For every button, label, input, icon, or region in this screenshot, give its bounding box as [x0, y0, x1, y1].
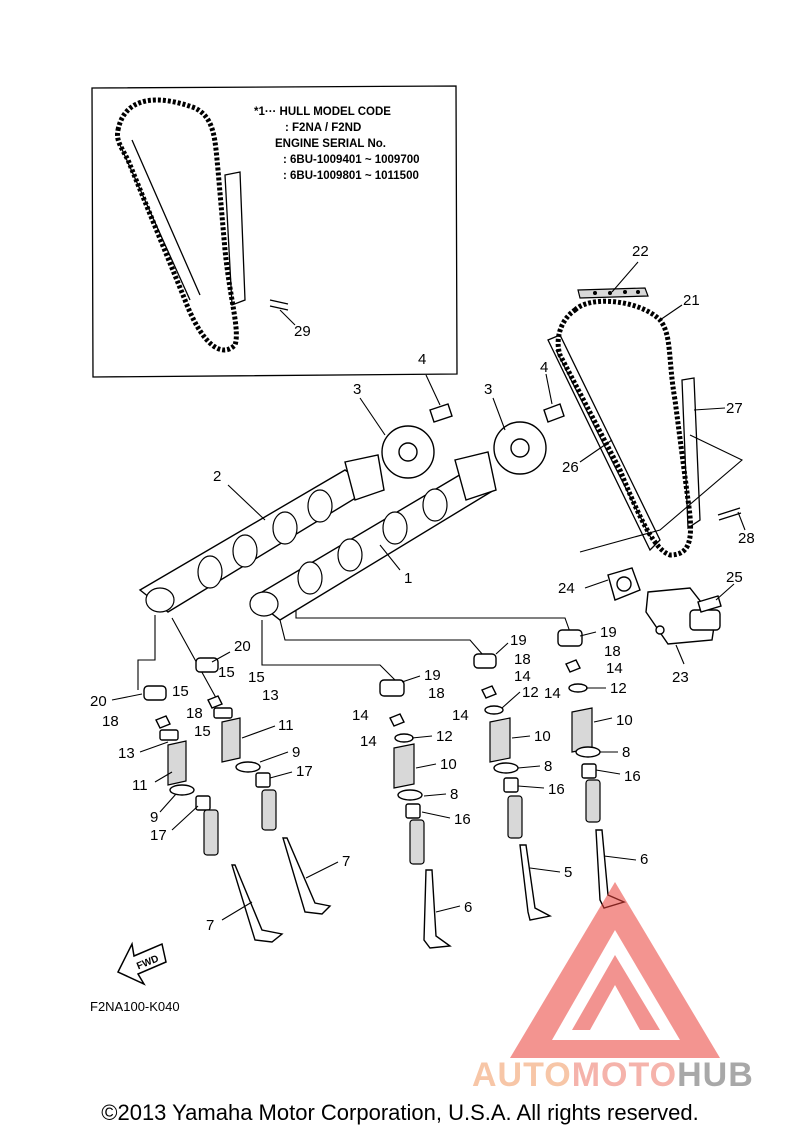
inset-note-line2: : F2NA / F2ND [285, 122, 361, 134]
callout-14f: 14 [544, 685, 561, 702]
camshaft-assembly: 2 3 3 4 4 1 [138, 351, 565, 621]
callout-18b: 18 [186, 705, 203, 722]
callout-9b: 9 [150, 809, 158, 826]
callout-14e: 14 [606, 660, 623, 677]
callout-8a: 8 [450, 786, 458, 803]
callout-4b: 4 [540, 359, 548, 376]
callout-8c: 8 [622, 744, 630, 761]
callout-16a: 16 [454, 811, 471, 828]
valve-callouts: 20 20 15 15 15 15 18 18 13 13 11 11 9 9 … [90, 624, 648, 934]
callout-11a: 11 [278, 717, 294, 734]
callout-29: 29 [294, 323, 311, 340]
callout-11b: 11 [132, 777, 148, 794]
callout-12a: 12 [436, 728, 453, 745]
callout-7a: 7 [342, 853, 350, 870]
inset-box: 29 *1··· HULL MODEL CODE : F2NA / F2ND E… [91, 85, 458, 378]
fwd-arrow-icon: FWD [116, 941, 167, 986]
bracket-lines [137, 610, 571, 706]
callout-7b: 7 [206, 917, 214, 934]
inset-note-line3: ENGINE SERIAL No. [275, 138, 386, 150]
inset-note-line5: : 6BU-1009801 ~ 1011500 [283, 170, 419, 182]
callout-20a: 20 [234, 638, 251, 655]
callout-3b: 3 [484, 381, 492, 398]
callout-15b: 15 [248, 669, 265, 686]
inset-note-line4: : 6BU-1009401 ~ 1009700 [283, 154, 420, 166]
callout-10a: 10 [440, 756, 457, 773]
callout-3a: 3 [353, 381, 361, 398]
callout-17a: 17 [296, 763, 313, 780]
callout-25: 25 [726, 569, 743, 586]
watermark-part3: HUB [677, 1056, 754, 1094]
callout-1: 1 [404, 570, 412, 587]
callout-27: 27 [726, 400, 743, 417]
callout-19c: 19 [600, 624, 617, 641]
callout-20b: 20 [90, 693, 107, 710]
callout-19b: 19 [510, 632, 527, 649]
callout-12c: 12 [610, 680, 627, 697]
callout-15a: 15 [218, 664, 235, 681]
callout-13a: 13 [262, 687, 279, 704]
callout-6b: 6 [640, 851, 648, 868]
callout-23: 23 [672, 669, 689, 686]
callout-28: 28 [738, 530, 755, 547]
watermark-part2: MOTO [572, 1056, 677, 1094]
callout-10c: 10 [616, 712, 633, 729]
callout-14b: 14 [360, 733, 377, 750]
callout-17b: 17 [150, 827, 167, 844]
callout-19a: 19 [424, 667, 441, 684]
callout-14c: 14 [514, 668, 531, 685]
callout-14a: 14 [352, 707, 369, 724]
callout-9a: 9 [292, 744, 300, 761]
timing-chain-assembly: 22 21 27 26 28 24 25 23 [547, 243, 755, 686]
callout-18c: 18 [428, 685, 445, 702]
callout-12b: 12 [522, 684, 539, 701]
svg-text:AUTOMOTOHUB: AUTOMOTOHUB [472, 1056, 754, 1094]
callout-18d: 18 [514, 651, 531, 668]
watermark-logo: AUTOMOTOHUB [472, 882, 754, 1094]
callout-18e: 18 [604, 643, 621, 660]
callout-16b: 16 [548, 781, 565, 798]
valve-train [143, 629, 627, 949]
callout-21: 21 [683, 292, 700, 309]
callout-8b: 8 [544, 758, 552, 775]
callout-16c: 16 [624, 768, 641, 785]
callout-26: 26 [562, 459, 579, 476]
callout-13b: 13 [118, 745, 135, 762]
callout-15c: 15 [172, 683, 189, 700]
inset-note-line1: *1··· HULL MODEL CODE [254, 106, 391, 118]
callout-15d: 15 [194, 723, 211, 740]
callout-22: 22 [632, 243, 649, 260]
watermark-part1: AUTO [472, 1056, 572, 1094]
callout-24: 24 [558, 580, 575, 597]
callout-6a: 6 [464, 899, 472, 916]
callout-18a: 18 [102, 713, 119, 730]
callout-2: 2 [213, 468, 221, 485]
callout-4a: 4 [418, 351, 426, 368]
copyright-footer: ©2013 Yamaha Motor Corporation, U.S.A. A… [101, 1100, 699, 1125]
callout-5: 5 [564, 864, 572, 881]
callout-10b: 10 [534, 728, 551, 745]
figure-code: F2NA100-K040 [90, 999, 180, 1014]
callout-14d: 14 [452, 707, 469, 724]
